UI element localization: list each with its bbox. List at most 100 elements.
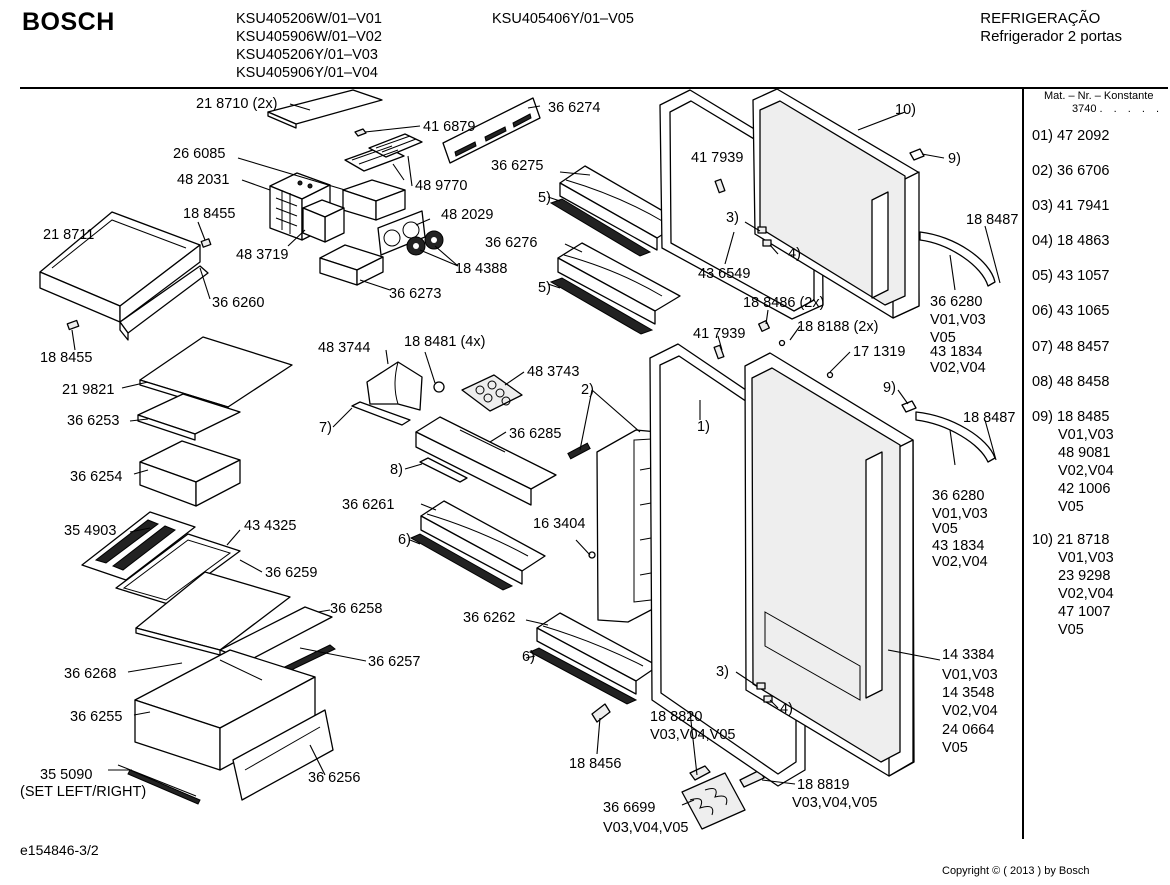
callout-label: (SET LEFT/RIGHT) [20, 784, 146, 800]
callout-label: 8) [390, 462, 403, 478]
handle-cap-part [901, 400, 917, 413]
callout-label: V01,V03 [930, 312, 986, 328]
callout-label: 16 3404 [533, 516, 585, 532]
callout-labels: 21 8710 (2x) 41 6879 36 6274 26 6085 48 … [20, 96, 1018, 836]
cover-part [681, 772, 746, 830]
callout-label: 36 6257 [368, 654, 420, 670]
hinge-part [758, 320, 834, 379]
callout-label: 36 6273 [389, 286, 441, 302]
callout-label: 9) [948, 151, 961, 167]
legend-entry: 02) 36 6706 [1032, 163, 1110, 179]
small-drawer-part [319, 244, 384, 286]
konstante-label: Mat. – Nr. – Konstante [1044, 90, 1154, 102]
callout-label: 36 6258 [330, 601, 382, 617]
callout-label: 1) [697, 419, 710, 435]
callout-label: 18 8455 [183, 206, 235, 222]
clip-part [354, 128, 367, 137]
model-number: KSU405906W/01–V02 [236, 29, 382, 45]
freezer-shelf-part [39, 211, 201, 323]
knob-part [406, 230, 444, 256]
callout-label: 36 6274 [548, 100, 600, 116]
strip-part [351, 401, 411, 426]
callout-label: 18 8819 [797, 777, 849, 793]
callout-label: 21 8710 (2x) [196, 96, 277, 112]
legend-entry: 09) 18 8485 V01,V03 48 9081 V02,V04 42 1… [1032, 409, 1114, 515]
callout-label: 21 9821 [62, 382, 114, 398]
callout-label: 3) [716, 664, 729, 680]
callout-label: 18 8188 (2x) [797, 319, 878, 335]
callout-label: 36 6268 [64, 666, 116, 682]
drawing-id: e154846-3/2 [20, 842, 99, 858]
callout-label: 48 2031 [177, 172, 229, 188]
model-number: KSU405406Y/01–V05 [492, 11, 634, 27]
legend-entry: 08) 48 8458 [1032, 374, 1110, 390]
door-shelf-part [559, 165, 683, 251]
callout-label: V05 [930, 330, 956, 346]
legend-entry: 03) 41 7941 [1032, 198, 1110, 214]
clip-part [66, 319, 80, 331]
back-panel-part [442, 97, 541, 164]
legend-divider [1022, 89, 1024, 839]
upper-door [752, 88, 920, 319]
callout-label: V03,V04,V05 [792, 795, 877, 811]
callout-label: 36 6699 [603, 800, 655, 816]
model-number: KSU405206Y/01–V03 [236, 47, 378, 63]
callout-label: V02,V04 [942, 703, 998, 719]
callout-label: V02,V04 [930, 360, 986, 376]
category-subtitle: Refrigerador 2 portas [980, 28, 1122, 45]
bracket-part [739, 769, 765, 788]
light-cover-part [366, 361, 423, 411]
callout-label: 35 5090 [40, 767, 92, 783]
callout-label: V02,V04 [932, 554, 988, 570]
category-block: REFRIGERAÇÃO Refrigerador 2 portas [980, 10, 1122, 46]
grill-cover-part [81, 511, 196, 581]
callout-label: 14 3384 [942, 647, 994, 663]
handle-cap-part [909, 148, 925, 161]
parts-drawing: 21 8710 (2x) 41 6879 36 6274 26 6085 48 … [20, 88, 1018, 836]
callout-label: V05 [942, 740, 968, 756]
callout-label: 41 7939 [691, 150, 743, 166]
callout-label: V01,V03 [942, 667, 998, 683]
crisper-drawer-part [139, 440, 241, 507]
callout-label: 36 6253 [67, 413, 119, 429]
callout-label: 41 6879 [423, 119, 475, 135]
callout-label: 18 8486 (2x) [743, 295, 824, 311]
callout-label: 26 6085 [173, 146, 225, 162]
bracket-part [689, 765, 711, 781]
brand-logo: BOSCH [22, 8, 115, 36]
callout-label: 48 3719 [236, 247, 288, 263]
callout-label: 17 1319 [853, 344, 905, 360]
upper-handle-part [919, 231, 996, 287]
door-shelf-part [420, 500, 546, 585]
drawer-front-part [232, 709, 334, 801]
legend-entry: 01) 47 2092 [1032, 128, 1110, 144]
model-list-secondary: KSU405406Y/01–V05 [492, 10, 634, 28]
callout-label: 36 6280 [930, 294, 982, 310]
callout-label: 36 6275 [491, 158, 543, 174]
callout-label: 24 0664 [942, 722, 994, 738]
callout-label: 18 8456 [569, 756, 621, 772]
shelf-rail-part [549, 277, 654, 335]
callout-label: 6) [522, 649, 535, 665]
callout-label: V05 [932, 521, 958, 537]
callout-label: 4) [788, 246, 801, 262]
callout-label: V03,V04,V05 [603, 820, 688, 836]
callout-label: 35 4903 [64, 523, 116, 539]
ice-bin-part [342, 179, 406, 221]
glass-shelf-part [139, 336, 293, 413]
callout-label: 36 6285 [509, 426, 561, 442]
callout-label: 5) [538, 280, 551, 296]
ice-tray-part [344, 133, 423, 172]
strip-part [419, 457, 468, 483]
callout-label: 21 8711 [43, 227, 94, 243]
callout-label: 5) [538, 190, 551, 206]
callout-label: 48 2029 [441, 207, 493, 223]
legend-entry: 05) 43 1057 [1032, 268, 1110, 284]
leader-lines [71, 103, 1001, 806]
screw-part [713, 178, 726, 360]
callout-label: 36 6255 [70, 709, 122, 725]
panel-part [119, 265, 209, 341]
konstante-dots: . . . . . . [1099, 103, 1170, 115]
callout-label: 3) [726, 210, 739, 226]
callout-label: 48 9770 [415, 178, 467, 194]
